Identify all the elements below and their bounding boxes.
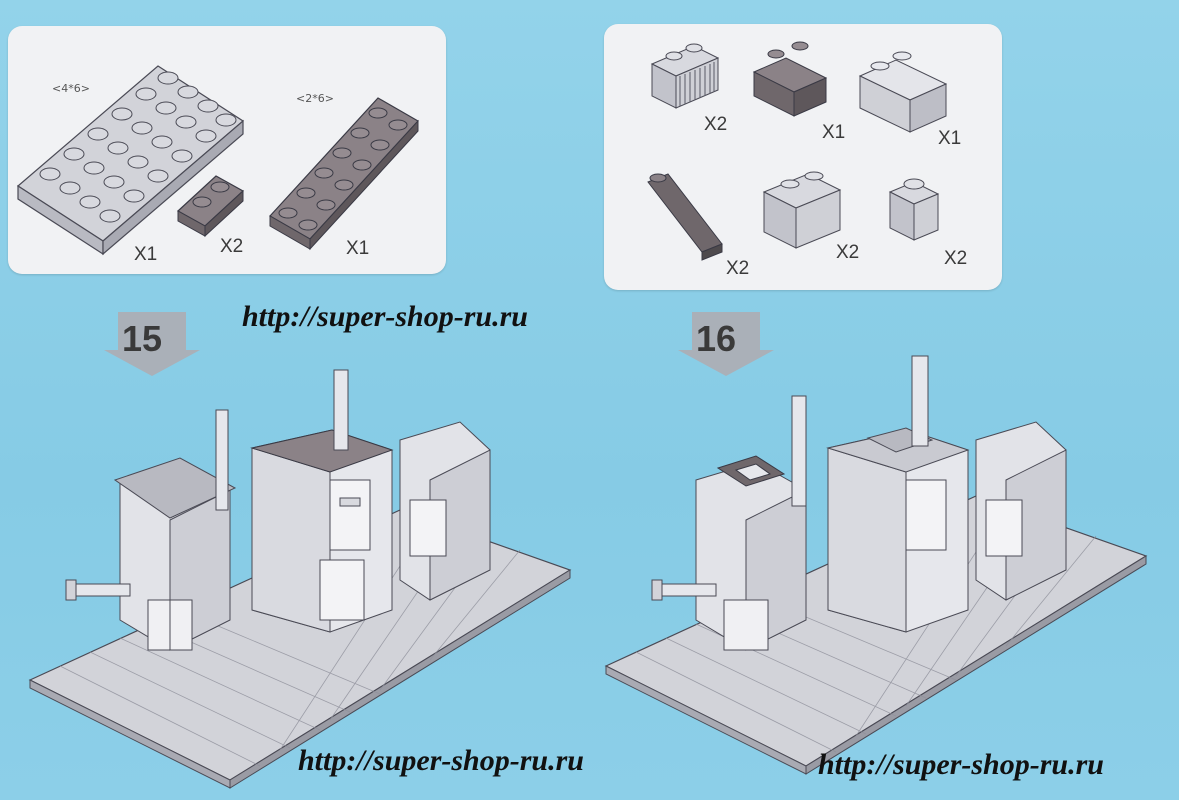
step-16-marker: 16	[676, 310, 776, 378]
light-slope-qty: X1	[938, 128, 962, 149]
plate-4x6-size-label: <4*6>	[52, 82, 90, 95]
model-step-16-illustration	[604, 355, 1148, 775]
step-15-marker: 15	[102, 310, 202, 378]
brick-1x2-icon	[762, 171, 842, 249]
brick-1x1-icon	[888, 178, 940, 241]
plate-2x6-icon	[269, 97, 419, 251]
step-15-number: 15	[122, 318, 163, 359]
model-step-15-illustration	[28, 369, 572, 789]
grille-brick-qty: X2	[704, 114, 728, 135]
plate-1x2-icon	[176, 175, 245, 238]
plate-4x6-qty: X1	[134, 244, 158, 265]
watermark-url-bottom-right: http://super-shop-ru.ru	[818, 748, 1104, 781]
grille-brick-icon	[650, 43, 720, 109]
plate-4x6-icon	[16, 65, 245, 256]
plate-1x2-qty: X2	[220, 236, 244, 257]
dark-slope-brick-icon	[752, 41, 828, 117]
parts-panel-step-15: <4*6> <2*6>	[8, 26, 446, 274]
dark-steep-slope-icon	[647, 173, 723, 261]
parts-15-illustration	[16, 65, 419, 256]
plate-2x6-size-label: <2*6>	[296, 92, 334, 105]
down-arrow-icon	[104, 312, 200, 376]
brick-1x1-qty: X2	[944, 248, 968, 269]
step-16-number: 16	[696, 318, 737, 359]
dark-steep-slope-qty: X2	[726, 258, 750, 279]
down-arrow-icon	[678, 312, 774, 376]
plate-2x6-qty: X1	[346, 238, 370, 259]
light-slope-brick-icon	[858, 51, 948, 133]
brick-1x2-qty: X2	[836, 242, 860, 263]
watermark-url-bottom-left: http://super-shop-ru.ru	[298, 744, 584, 777]
parts-panel-step-16: X2 X1 X1 X2 X2 X2	[604, 24, 1002, 290]
watermark-url-top: http://super-shop-ru.ru	[242, 300, 528, 333]
parts-16-illustration	[647, 41, 948, 261]
dark-slope-qty: X1	[822, 122, 846, 143]
